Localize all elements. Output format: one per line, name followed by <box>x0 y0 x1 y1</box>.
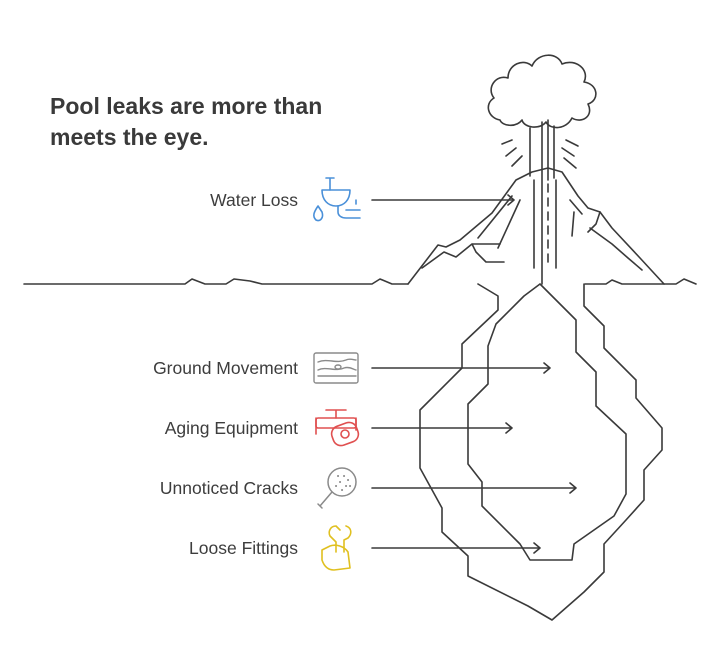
pipe-valve-icon <box>315 409 360 447</box>
label-unnoticed-cracks: Unnoticed Cracks <box>159 478 298 498</box>
title-line-1: Pool leaks are more than <box>50 93 323 119</box>
title-line-2: meets the eye. <box>50 124 209 150</box>
water-splash-right <box>561 139 579 169</box>
arrow-aging-equipment <box>371 422 513 434</box>
arrow-ground-movement <box>371 362 551 374</box>
arrow-loose-fittings <box>371 542 541 554</box>
wrench-hand-icon <box>321 525 352 571</box>
page-title: Pool leaks are more than meets the eye. <box>50 91 370 153</box>
label-water-loss: Water Loss <box>210 190 298 210</box>
iceberg-tip-inner-ridge <box>421 211 643 271</box>
iceberg-underwater-outer <box>419 283 663 621</box>
arrow-water-loss <box>371 194 515 206</box>
ground-layers-icon <box>313 352 359 384</box>
magnifier-icon <box>317 467 357 509</box>
water-surface-line <box>23 278 697 285</box>
iceberg-tip <box>407 167 665 285</box>
water-column-left <box>533 179 557 269</box>
arrow-unnoticed-cracks <box>371 482 577 494</box>
iceberg-underwater-inner <box>467 283 627 561</box>
label-loose-fittings: Loose Fittings <box>189 538 298 558</box>
tip-shading <box>477 195 583 249</box>
water-splash-left <box>501 139 523 167</box>
faucet-drop-icon <box>313 177 361 222</box>
water-column <box>529 119 555 285</box>
label-aging-equipment: Aging Equipment <box>164 418 298 438</box>
label-ground-movement: Ground Movement <box>153 358 298 378</box>
water-cloud <box>487 54 597 129</box>
